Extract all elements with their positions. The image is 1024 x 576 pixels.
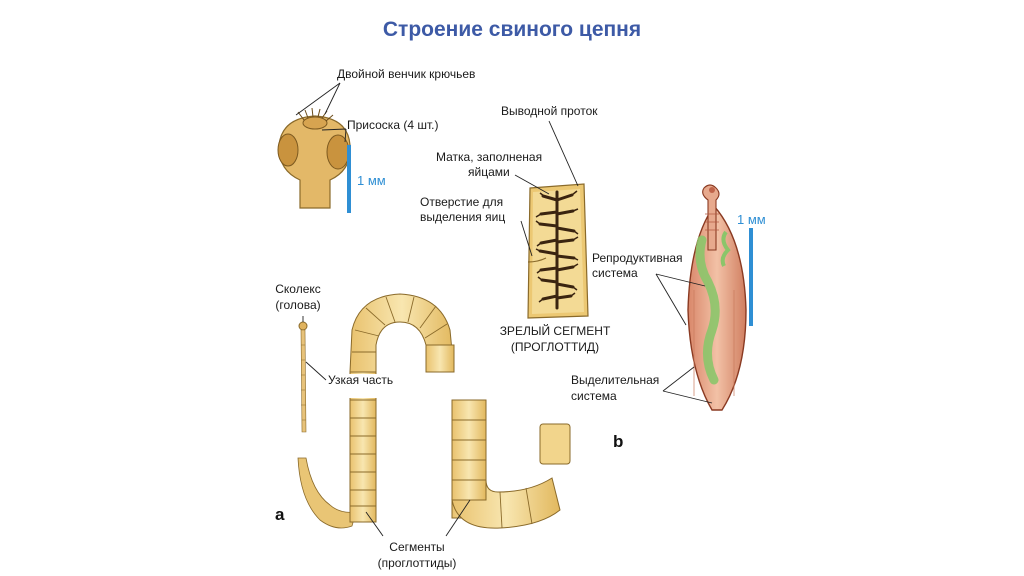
label-excretory-1: Выделительная [571, 373, 660, 387]
label-scale-b: 1 мм [737, 212, 766, 227]
scale-bar-a [347, 145, 351, 213]
label-segment-2: (ПРОГЛОТТИД) [510, 340, 600, 354]
label-scolex-2: (голова) [275, 298, 321, 312]
label-scolex-1: Сколекс [275, 282, 321, 296]
label-hooks: Двойной венчик крючьев [337, 67, 476, 81]
label-repro-1: Репродуктивная [592, 251, 683, 265]
label-excretory-2: система [571, 389, 617, 403]
label-segment-1: ЗРЕЛЫЙ СЕГМЕНТ [499, 324, 611, 338]
scolex-drawing [277, 107, 351, 209]
tapeworm-drawing [297, 293, 571, 529]
label-letter-b: b [613, 432, 624, 451]
label-opening-2: выделения яиц [420, 210, 506, 224]
larva-drawing [687, 184, 747, 411]
label-scale-a: 1 мм [357, 173, 386, 188]
label-segments-2: (проглоттиды) [377, 556, 457, 570]
label-neck: Узкая часть [328, 373, 394, 387]
label-opening-1: Отверстие для [420, 195, 504, 209]
label-repro-2: система [592, 266, 638, 280]
label-uterus-1: Матка, заполненая [436, 150, 543, 164]
scale-bar-b [749, 228, 753, 326]
page-title: Строение свиного цепня [382, 18, 642, 41]
label-letter-a: a [275, 505, 285, 524]
label-uterus-2: яйцами [468, 165, 510, 179]
label-duct: Выводной проток [501, 104, 598, 118]
label-sucker: Присоска (4 шт.) [347, 118, 439, 132]
proglottid-drawing [527, 183, 589, 319]
label-segments-1: Сегменты [389, 540, 445, 554]
